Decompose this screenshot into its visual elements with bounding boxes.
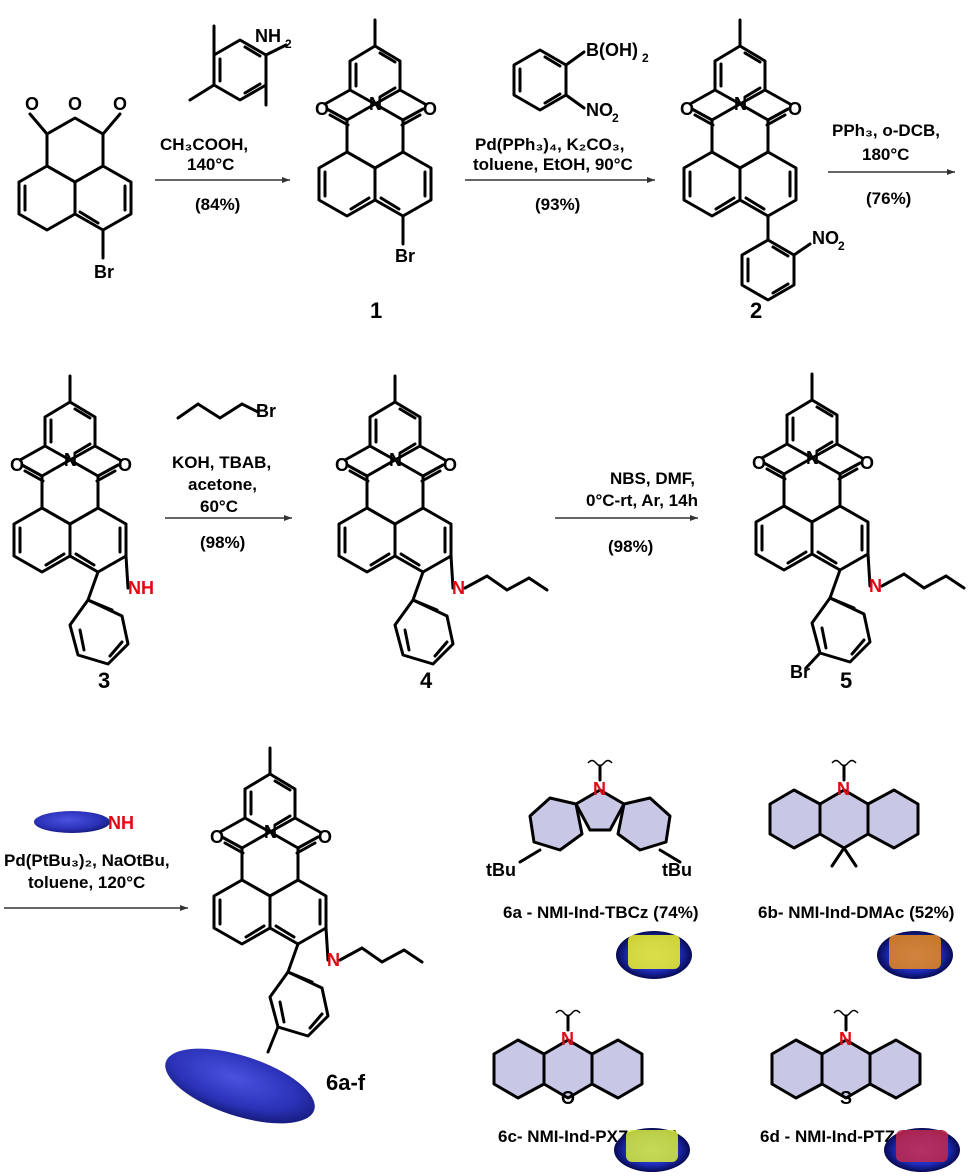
compound-4-structure: [339, 374, 549, 664]
donor-6b-structure: [768, 759, 920, 868]
donor-6a-label: 6a - NMI-Ind-TBCz (74%): [503, 903, 699, 922]
compound-6-oxygen-right: O: [318, 827, 332, 847]
mesitylamine-structure: [188, 24, 288, 107]
donor-6a-tbu-right: tBu: [662, 860, 692, 880]
compound-1-structure: [317, 18, 433, 246]
anhydride-structure: [17, 112, 133, 260]
compound-3-structure: [14, 374, 128, 664]
step1-reagent: CH₃COOH,: [160, 135, 248, 154]
compound-4-oxygen-left: O: [335, 455, 349, 475]
donor-6c-n: N: [561, 1029, 574, 1049]
compound-3-nh: NH: [128, 578, 154, 598]
step5-arrowhead: [690, 515, 698, 521]
anhydride-br: Br: [94, 262, 114, 282]
donor-6b-n: N: [837, 779, 850, 799]
nh2-label: NH: [255, 26, 281, 46]
step5-yield: (98%): [608, 537, 653, 556]
compound-5-label: 5: [840, 668, 852, 693]
butyl-bromide-structure: [176, 402, 260, 420]
donor-6a-n: N: [593, 779, 606, 799]
step3-reagent: PPh₃, o-DCB,: [832, 121, 940, 140]
compound-4-indole-n: N: [452, 578, 465, 598]
compound-2-nitro-sub: 2: [838, 239, 845, 253]
donor-blob: [165, 1048, 315, 1124]
step4-temperature: 60°C: [200, 497, 238, 516]
donor-6c-vial: [614, 1128, 690, 1172]
donor-6a-vial: [616, 931, 692, 979]
donor-6a-tbu-left: tBu: [486, 860, 516, 880]
compound-5-br: Br: [790, 662, 810, 682]
nitro-reagent-label: NO: [586, 100, 613, 120]
donor-6c-structure: [492, 1009, 644, 1100]
nh2-subscript: 2: [285, 37, 292, 51]
step1-yield: (84%): [195, 195, 240, 214]
butyl-bromide-br: Br: [256, 401, 276, 421]
step5-conditions: 0°C-rt, Ar, 14h: [586, 491, 698, 510]
compound-3-oxygen-left: O: [10, 455, 24, 475]
donor-amine-blob: [34, 811, 110, 833]
donor-6d-vial: [884, 1128, 960, 1172]
donor-6b-vial: [877, 931, 953, 979]
compound-5-nitrogen: N: [806, 448, 819, 468]
compound-2-structure: [682, 18, 812, 302]
compound-3-label: 3: [98, 668, 110, 693]
compound-4-nitrogen: N: [389, 450, 402, 470]
donor-6d-s: S: [840, 1088, 852, 1108]
compound-2-oxygen-right: O: [788, 99, 802, 119]
step2-reagent: Pd(PPh₃)₄, K₂CO₃,: [475, 135, 624, 154]
compound-3-nitrogen: N: [64, 450, 77, 470]
compound-1-nitrogen: N: [369, 94, 382, 114]
boronic-label: B(OH): [586, 40, 638, 60]
compound-2-nitro: NO: [812, 228, 839, 248]
compound-1-label: 1: [370, 298, 382, 323]
step3-temperature: 180°C: [862, 145, 909, 164]
donor-6c-o: O: [561, 1088, 575, 1108]
step6-reagent: Pd(PtBu₃)₂, NaOtBu,: [4, 851, 170, 870]
donor-6a-structure: [518, 759, 682, 864]
donor-amine-nh: NH: [108, 813, 134, 833]
step3-arrowhead: [947, 169, 955, 175]
step6-arrowhead: [180, 905, 188, 911]
compound-6-oxygen-left: O: [210, 827, 224, 847]
step5-reagent: NBS, DMF,: [610, 469, 695, 488]
step2-conditions: toluene, EtOH, 90°C: [473, 155, 633, 174]
compound-3-oxygen-right: O: [118, 455, 132, 475]
compound-4-label: 4: [420, 668, 433, 693]
compound-5-oxygen-right: O: [860, 453, 874, 473]
compound-5-structure: [756, 372, 966, 670]
compound-6-indole-n: N: [327, 950, 340, 970]
step4-reagent: KOH, TBAB,: [172, 453, 271, 472]
compound-1-br: Br: [395, 246, 415, 266]
step3-yield: (76%): [866, 189, 911, 208]
step4-yield: (98%): [200, 533, 245, 552]
compound-1-oxygen-left: O: [315, 99, 329, 119]
donor-6d-structure: [770, 1009, 922, 1100]
compound-1-oxygen-right: O: [423, 99, 437, 119]
compound-6-structure: [214, 746, 424, 1054]
step4-solvent: acetone,: [188, 475, 257, 494]
compound-2-oxygen-left: O: [680, 99, 694, 119]
step1-arrowhead: [282, 177, 290, 183]
compound-2-nitrogen: N: [734, 94, 747, 114]
donor-6d-n: N: [839, 1029, 852, 1049]
donor-6b-label: 6b- NMI-Ind-DMAc (52%): [758, 903, 954, 922]
compound-5-indole-n: N: [869, 576, 882, 596]
step1-temperature: 140°C: [187, 155, 234, 174]
compound-2-label: 2: [750, 298, 762, 323]
nitro-reagent-subscript: 2: [612, 111, 619, 125]
anhydride-oxygen-ring: O: [68, 94, 82, 114]
step4-arrowhead: [284, 515, 292, 521]
step2-arrowhead: [647, 177, 655, 183]
boronic-subscript: 2: [642, 51, 649, 65]
anhydride-oxygen-right: O: [113, 94, 127, 114]
anhydride-oxygen-left: O: [25, 94, 39, 114]
compound-5-oxygen-left: O: [752, 453, 766, 473]
compound-6-label: 6a-f: [326, 1070, 366, 1095]
compound-6-nitrogen: N: [264, 822, 277, 842]
step2-yield: (93%): [535, 195, 580, 214]
step6-conditions: toluene, 120°C: [28, 873, 145, 892]
compound-4-oxygen-right: O: [443, 455, 457, 475]
boronic-acid-structure: [512, 48, 586, 112]
